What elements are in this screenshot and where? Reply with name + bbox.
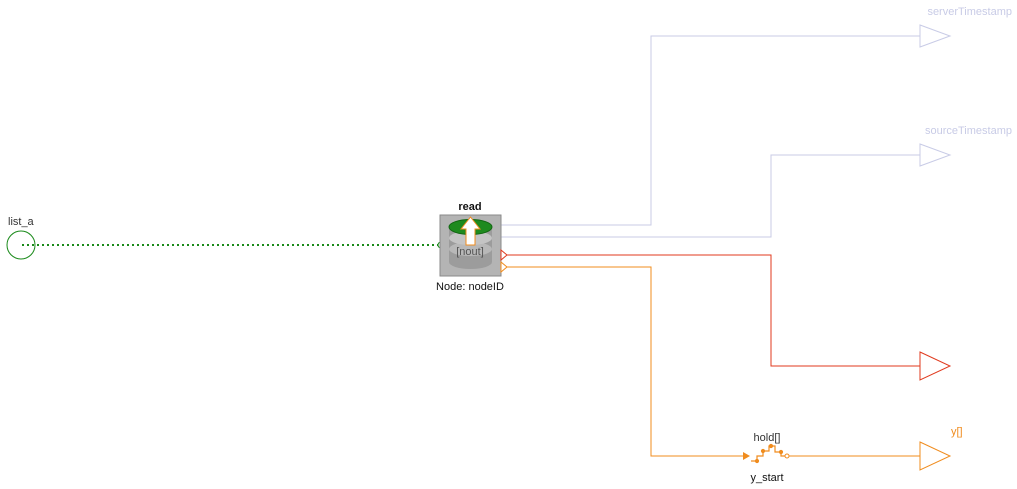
sample-hold-icon — [751, 443, 786, 464]
output-label: serverTimestamp — [927, 6, 1012, 18]
read-block-title: read — [458, 201, 481, 213]
connection-status[interactable] — [507, 254, 935, 367]
output-triangle-icon — [919, 143, 952, 167]
connection-source-timestamp[interactable] — [501, 154, 935, 238]
input-list-a[interactable]: list_a — [6, 216, 36, 260]
output-y[interactable]: y[] — [919, 426, 963, 471]
output-triangle-icon — [919, 351, 952, 381]
hold-block-label: hold[] — [754, 432, 781, 444]
input-label: list_a — [8, 216, 35, 228]
database-icon — [448, 216, 493, 269]
output-status[interactable] — [919, 351, 952, 381]
hold-block[interactable]: hold[] y_start — [743, 432, 790, 484]
connection-value-to-hold[interactable] — [507, 266, 743, 457]
output-label: y[] — [951, 426, 963, 438]
hold-output-port[interactable] — [784, 453, 790, 459]
read-block[interactable]: read [nout] Node: nodeID — [436, 201, 508, 293]
value-output-port[interactable] — [500, 260, 508, 274]
read-block-inner-label: [nout] — [456, 246, 484, 258]
output-triangle-icon — [919, 24, 952, 48]
output-triangle-icon — [919, 441, 952, 471]
connection-server-timestamp[interactable] — [501, 35, 935, 226]
output-label: sourceTimestamp — [925, 125, 1012, 137]
read-block-parameter: Node: nodeID — [436, 281, 504, 293]
output-source-timestamp[interactable]: sourceTimestamp — [919, 125, 1012, 167]
hold-start-label: y_start — [750, 472, 783, 484]
input-connector-icon — [6, 230, 36, 260]
status-output-port[interactable] — [500, 248, 508, 262]
hold-input-port[interactable] — [743, 452, 750, 460]
output-server-timestamp[interactable]: serverTimestamp — [919, 6, 1012, 48]
